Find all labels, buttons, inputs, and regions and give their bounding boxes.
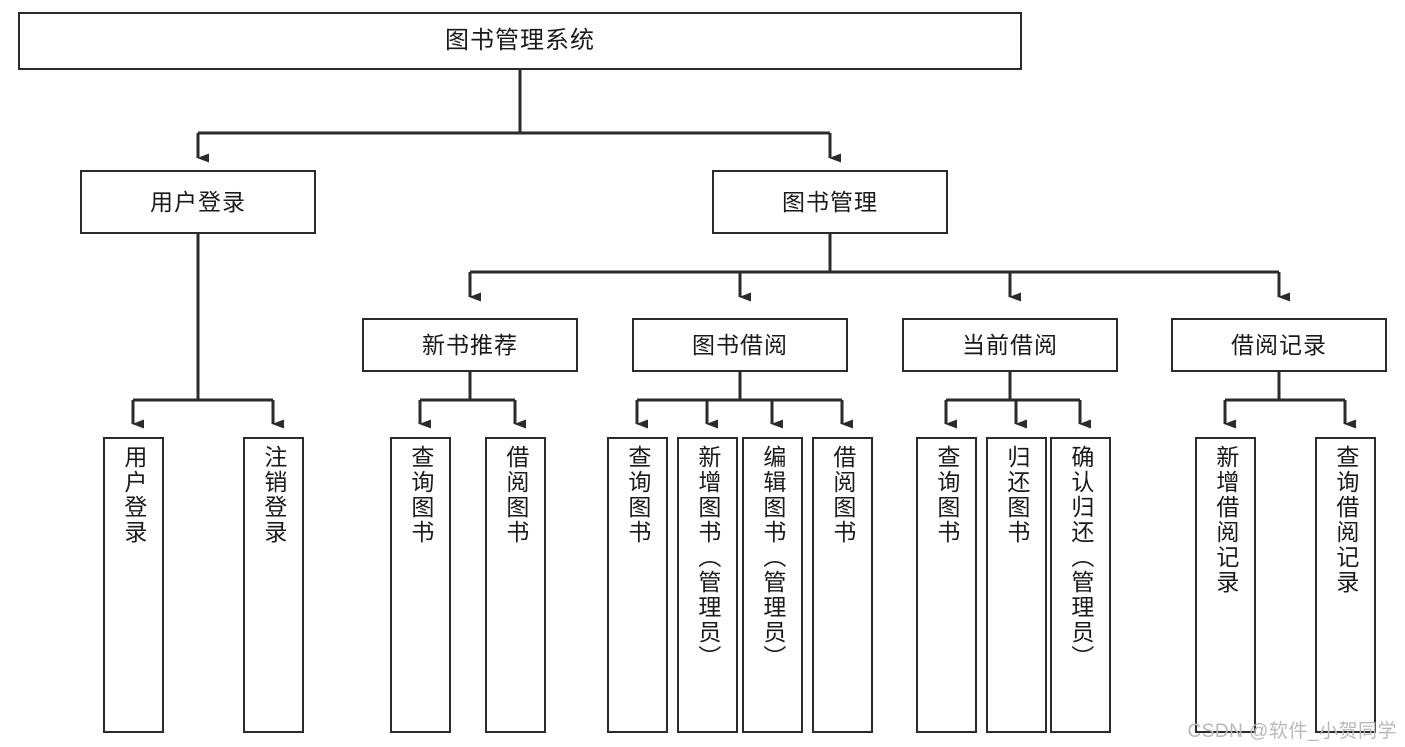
node-label: 图书管理系统	[445, 27, 595, 55]
node-label: 查询图书	[407, 445, 434, 545]
node-label: 新增图书（管理员）	[694, 445, 721, 670]
node-leaf-borrow-book[interactable]: 借阅图书	[812, 437, 873, 733]
node-label: 查询图书	[624, 445, 651, 545]
node-leaf-confirm-return[interactable]: 确认归还（管理员）	[1050, 437, 1111, 733]
node-label: 确认归还（管理员）	[1067, 445, 1094, 670]
node-new-book-recommend[interactable]: 新书推荐	[362, 318, 578, 372]
node-label: 用户登录	[120, 445, 147, 545]
node-label: 查询借阅记录	[1332, 445, 1359, 595]
node-label: 注销登录	[260, 445, 287, 545]
node-leaf-borrow-book-recommend[interactable]: 借阅图书	[485, 437, 546, 733]
node-leaf-logout-login[interactable]: 注销登录	[243, 437, 304, 733]
node-borrow-record[interactable]: 借阅记录	[1171, 318, 1387, 372]
node-label: 借阅记录	[1231, 331, 1327, 358]
node-label: 借阅图书	[502, 445, 529, 545]
node-label: 图书管理	[782, 188, 878, 215]
node-leaf-edit-book[interactable]: 编辑图书（管理员）	[742, 437, 803, 733]
node-label: 用户登录	[150, 188, 246, 215]
node-label: 查询图书	[933, 445, 960, 545]
node-label: 当前借阅	[962, 331, 1058, 358]
node-current-borrow[interactable]: 当前借阅	[902, 318, 1118, 372]
node-leaf-query-book-borrow[interactable]: 查询图书	[607, 437, 668, 733]
node-leaf-return-book[interactable]: 归还图书	[986, 437, 1047, 733]
node-label: 编辑图书（管理员）	[759, 445, 786, 670]
node-leaf-user-login[interactable]: 用户登录	[103, 437, 164, 733]
node-book-borrow[interactable]: 图书借阅	[632, 318, 848, 372]
node-leaf-query-book-recommend[interactable]: 查询图书	[390, 437, 451, 733]
node-user-login[interactable]: 用户登录	[80, 170, 316, 234]
node-leaf-query-borrow-record[interactable]: 查询借阅记录	[1315, 437, 1376, 733]
node-root-book-management-system[interactable]: 图书管理系统	[18, 12, 1022, 70]
node-leaf-add-book[interactable]: 新增图书（管理员）	[677, 437, 738, 733]
node-label: 新增借阅记录	[1212, 445, 1239, 595]
node-label: 借阅图书	[829, 445, 856, 545]
watermark: CSDN @软件_小贺同学	[1187, 721, 1397, 742]
node-label: 新书推荐	[422, 331, 518, 358]
node-leaf-add-borrow-record[interactable]: 新增借阅记录	[1195, 437, 1256, 733]
node-label: 归还图书	[1003, 445, 1030, 545]
node-label: 图书借阅	[692, 331, 788, 358]
node-book-management[interactable]: 图书管理	[712, 170, 948, 234]
node-leaf-query-book-current[interactable]: 查询图书	[916, 437, 977, 733]
